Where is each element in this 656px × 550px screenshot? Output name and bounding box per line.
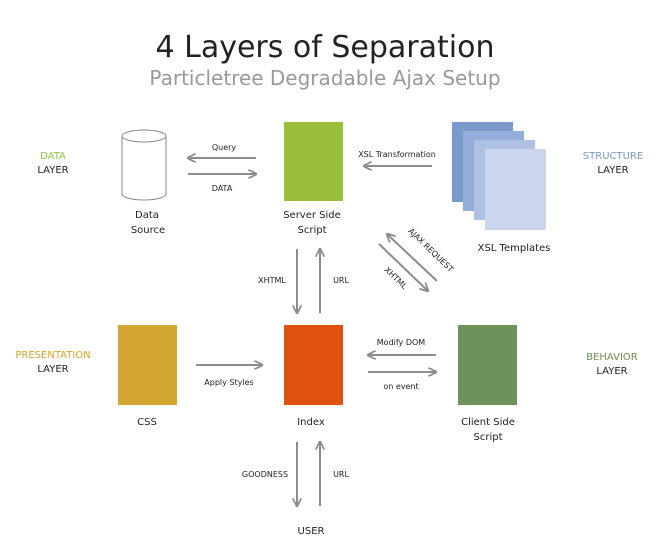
url-up-label: URL — [333, 276, 349, 285]
data-source-node: Data Source — [121, 129, 167, 236]
data-layer-word: LAYER — [37, 165, 68, 176]
presentation-layer-label: PRESENTATION LAYER — [15, 350, 90, 375]
xsl-templates-node: XSL Templates — [452, 122, 550, 254]
client-script-label-2: Script — [473, 432, 502, 443]
on-event-label: on event — [383, 382, 418, 391]
data-edge-label: DATA — [212, 184, 233, 193]
modify-dom-label: Modify DOM — [377, 338, 426, 347]
query-label: Query — [212, 143, 237, 152]
ajax-request-label: AJAX REQUEST — [406, 226, 455, 274]
data-source-label-1: Data — [135, 210, 159, 221]
client-script-box — [458, 325, 517, 405]
behavior-layer-label: BEHAVIOR LAYER — [586, 352, 638, 377]
presentation-layer-word: LAYER — [37, 364, 68, 375]
database-icon — [121, 129, 167, 201]
xhtml-diagonal-arrow — [378, 243, 428, 291]
data-layer-name: DATA — [40, 151, 66, 162]
presentation-layer-name: PRESENTATION — [15, 350, 90, 361]
client-script-label-1: Client Side — [461, 417, 515, 428]
diagram-subtitle: Particletree Degradable Ajax Setup — [149, 66, 500, 90]
index-label: Index — [297, 417, 325, 428]
xsl-transformation-label: XSL Transformation — [358, 150, 436, 159]
user-label: USER — [298, 526, 325, 537]
server-script-node: Server Side Script — [283, 122, 343, 236]
data-layer-label: DATA LAYER — [37, 151, 68, 176]
css-label: CSS — [137, 417, 157, 428]
css-box — [118, 325, 177, 405]
css-node: CSS — [118, 325, 177, 428]
diagram-title: 4 Layers of Separation — [156, 30, 495, 65]
template-page-4 — [485, 149, 546, 230]
xsl-templates-label: XSL Templates — [478, 243, 551, 254]
behavior-layer-word: LAYER — [596, 366, 627, 377]
client-script-node: Client Side Script — [458, 325, 517, 443]
goodness-label: GOODNESS — [242, 470, 288, 479]
index-box — [284, 325, 343, 405]
server-script-box — [284, 122, 343, 201]
apply-styles-label: Apply Styles — [204, 378, 253, 387]
structure-layer-name: STRUCTURE — [583, 151, 643, 162]
behavior-layer-name: BEHAVIOR — [586, 352, 638, 363]
server-script-label-1: Server Side — [283, 210, 341, 221]
xhtml-down-label: XHTML — [258, 276, 286, 285]
index-node: Index — [284, 325, 343, 428]
structure-layer-word: LAYER — [597, 165, 628, 176]
server-script-label-2: Script — [297, 225, 326, 236]
structure-layer-label: STRUCTURE LAYER — [583, 151, 643, 176]
ajax-request-arrow — [387, 234, 438, 282]
data-source-label-2: Source — [131, 225, 165, 236]
url-bottom-label: URL — [333, 470, 349, 479]
